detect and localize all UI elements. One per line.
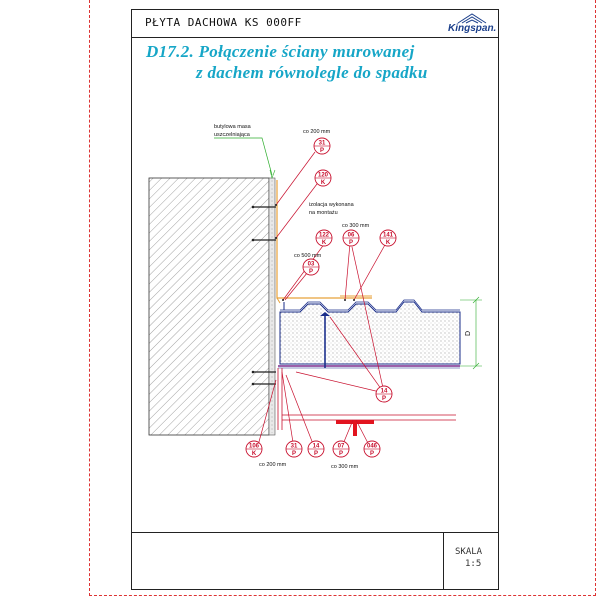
spacing-label-200-bottom: co 200 mm: [259, 462, 287, 468]
spacing-label-200-top: co 200 mm: [303, 129, 331, 135]
scale-value: 1:5: [465, 559, 482, 569]
butyl-sealant-label-1: butylowa masa: [214, 124, 252, 130]
ref-tag-letter: P: [339, 451, 343, 457]
dimension-D-label: D: [465, 331, 472, 336]
ref-tag-letter: K: [386, 240, 391, 246]
ref-tag-number: 120: [318, 173, 329, 179]
ref-tag-letter: K: [252, 451, 257, 457]
spacing-label-300-bottom: co 300 mm: [331, 464, 359, 470]
ref-tag-number: 106: [249, 444, 260, 450]
ref-tag-letter: P: [320, 148, 324, 154]
detail-title-line1: D17.2. Połączenie ściany murowanej: [146, 42, 415, 61]
spacing-label-300-top: co 300 mm: [342, 223, 370, 229]
kingspan-logo-icon: [457, 13, 487, 24]
ref-tag-number: 06: [348, 233, 355, 239]
ref-tag-letter: P: [292, 451, 296, 457]
drawing-frame: [131, 9, 499, 590]
ref-tag-number: 31: [319, 141, 326, 147]
header-divider: [131, 37, 499, 38]
ref-tag-number: 07: [338, 444, 345, 450]
butyl-leader: [214, 137, 273, 176]
ref-tag-letter: P: [370, 451, 374, 457]
ref-tag-number: 14: [313, 444, 320, 450]
detail-title-line2: z dachem równolegle do spadku: [196, 63, 428, 82]
insulation-label-1: izolacja wykonana: [309, 202, 355, 208]
sheet-boundary: [89, 0, 596, 596]
spacing-label-500: co 500 mm: [294, 253, 322, 259]
ref-tag-31-p: 31P: [313, 137, 331, 155]
ref-tag-07-p: 07P: [332, 440, 350, 458]
masonry-wall: [148, 177, 270, 436]
reference-tags: 31P120K122K06P141K03P14P106K31P14P07P046…: [245, 137, 397, 458]
roof-panel-core: [279, 301, 461, 365]
scale-label: SKALA: [455, 547, 483, 557]
dimension-D: [460, 296, 482, 370]
ref-tag-letter: P: [349, 240, 353, 246]
logo-wordmark: Kingspan.: [448, 23, 497, 34]
ref-tag-14-p: 14P: [307, 440, 325, 458]
butyl-sealant-label-2: uszczelniająca: [214, 132, 251, 138]
sheet-title: PŁYTA DACHOWA KS 000FF: [145, 16, 302, 29]
ref-tag-number: 03: [308, 262, 315, 268]
ref-tag-14-p: 14P: [375, 385, 393, 403]
ref-tag-number: 14: [381, 389, 388, 395]
ref-tag-31-p: 31P: [285, 440, 303, 458]
ref-tag-letter: K: [321, 180, 326, 186]
ref-tag-letter: P: [309, 269, 313, 275]
insulation-label-2: na montażu: [309, 210, 338, 216]
ref-tag-03-p: 03P: [302, 258, 320, 276]
support-beam: [336, 420, 374, 436]
ref-tag-letter: P: [314, 451, 318, 457]
ref-tag-06-p: 06P: [342, 229, 360, 247]
footer-divider: [131, 532, 499, 533]
ref-tag-number: 122: [319, 233, 330, 239]
ref-tag-letter: K: [322, 240, 327, 246]
tag-leaders: [256, 151, 387, 450]
ref-tag-number: 046: [367, 444, 378, 450]
scale-box-divider: [443, 532, 444, 590]
ref-tag-letter: P: [382, 396, 386, 402]
wall-anchors: [253, 206, 276, 385]
ref-tag-number: 141: [383, 233, 394, 239]
panel-fastener: [320, 312, 330, 368]
ref-tag-number: 31: [291, 444, 298, 450]
